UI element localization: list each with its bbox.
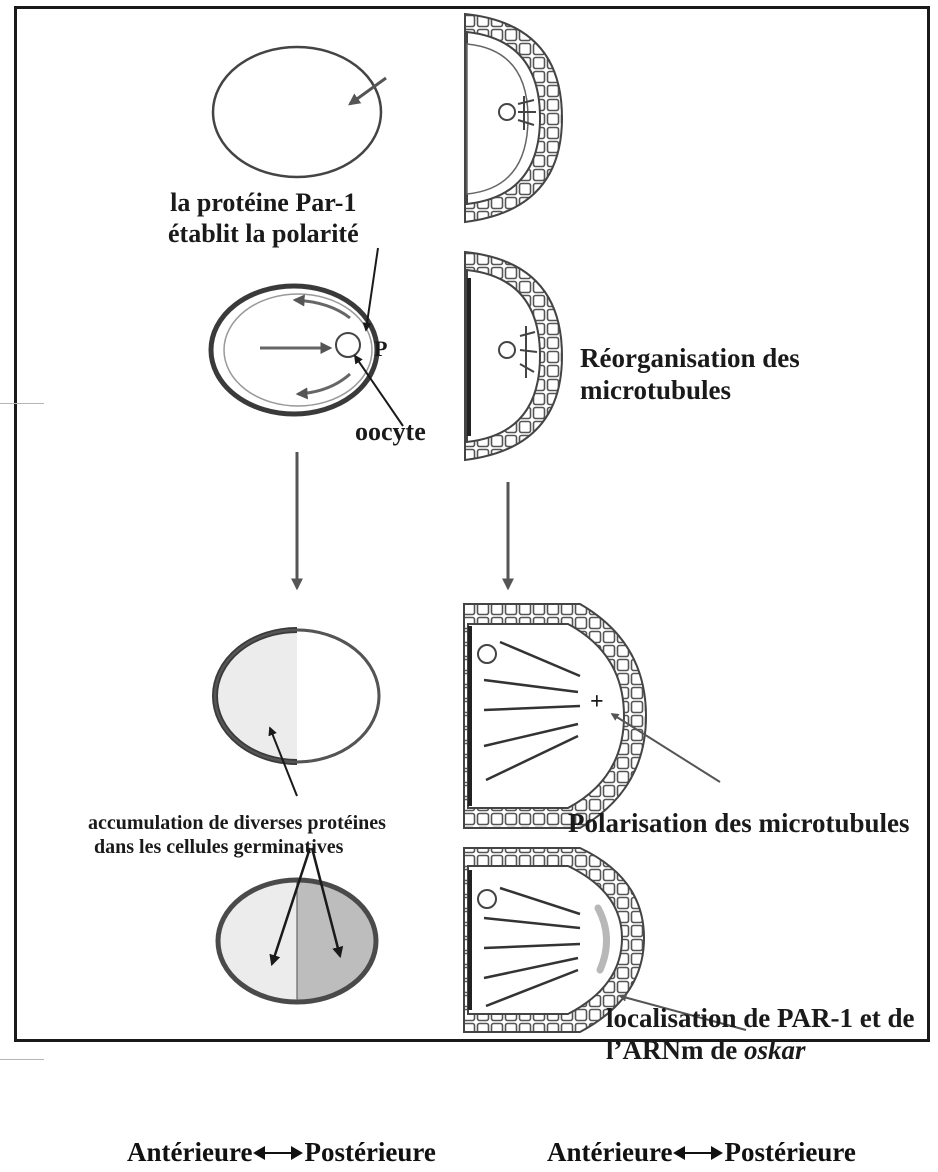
axis-right: Antérieure Postérieure [547,1137,856,1168]
accumulation-line2: dans les cellules germinatives [88,836,386,860]
par1-label-line2: établit la polarité [168,219,359,250]
par1-label-line1: la protéine Par-1 [168,188,359,219]
localisation-line2-text: l’ARNm de [606,1035,744,1065]
axis-left-anterior: Antérieure [127,1137,252,1168]
reorganisation-line2: microtubules [580,375,800,407]
oval-stage-4 [218,848,376,1002]
half-follicle-stage-2 [465,252,562,460]
accumulation-line1: accumulation de diverses protéines [88,812,386,836]
localisation-line2: l’ARNm de oskar [606,1035,914,1067]
localisation-label: localisation de PAR-1 et de l’ARNm de os… [606,1003,914,1067]
oval-stage-1 [213,47,386,177]
margin-tick-top [0,403,44,404]
margin-tick-bottom [0,1059,44,1060]
reorganisation-label: Réorganisation des microtubules [580,343,800,407]
axis-right-posterior: Postérieure [724,1137,855,1168]
oskar-text: oskar [744,1035,806,1065]
localisation-line1: localisation de PAR-1 et de [606,1003,914,1035]
polarisation-label: Polarisation des microtubules [568,808,910,840]
oval-stage-3 [215,630,379,796]
axis-left: Antérieure Postérieure [127,1137,436,1168]
reorganisation-line1: Réorganisation des [580,343,800,375]
p-marker: P [374,336,387,362]
half-follicle-stage-1 [465,14,562,222]
par1-label: la protéine Par-1 établit la polarité [168,188,359,249]
axis-left-posterior: Postérieure [304,1137,435,1168]
axis-right-anterior: Antérieure [547,1137,672,1168]
accumulation-label: accumulation de diverses protéines dans … [88,812,386,859]
plus-end-marker: + [590,688,604,716]
double-arrow-icon [673,1144,723,1162]
double-arrow-icon [253,1144,303,1162]
oocyte-label: oocyte [355,417,426,448]
